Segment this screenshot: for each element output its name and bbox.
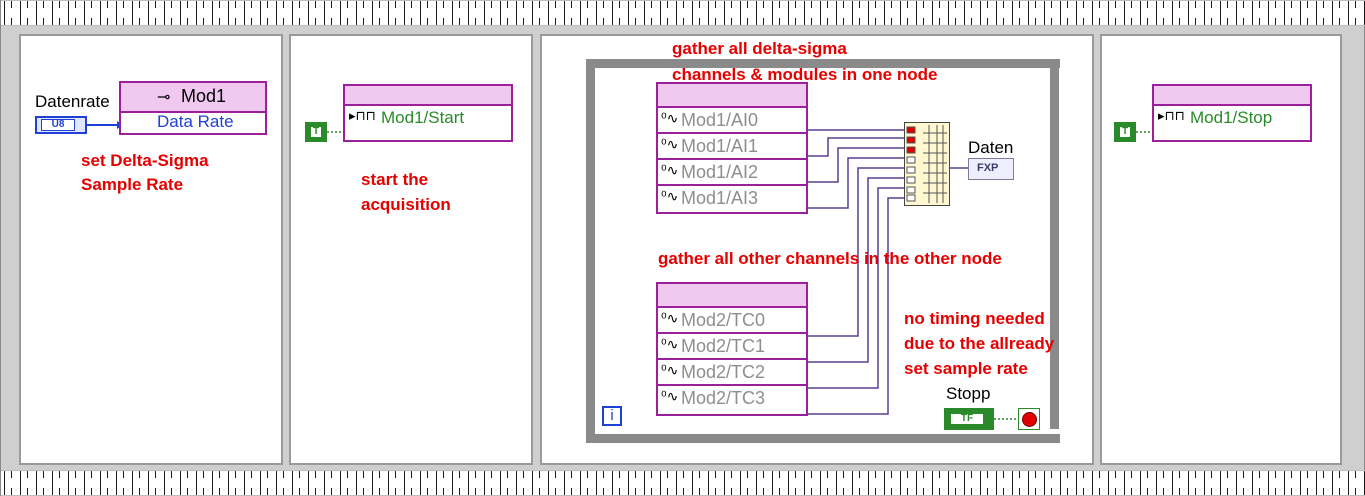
stop-control[interactable]: TF — [944, 408, 994, 430]
waveform-icon: ⁰∿ — [661, 136, 679, 152]
sequence-top-strip — [1, 0, 1365, 26]
waveform-icon: ⁰∿ — [661, 162, 679, 178]
stop-control-inner: TF — [950, 413, 984, 425]
node1-rows: ⁰∿ Mod1/AI0 ⁰∿ Mod1/AI1 ⁰∿ Mod1/AI2 ⁰∿ M… — [658, 108, 806, 212]
frame3-note-right-line3: set sample rate — [904, 359, 1028, 378]
node2-row-1: ⁰∿ Mod2/TC1 — [658, 334, 806, 360]
iteration-terminal-icon: i — [602, 406, 622, 426]
frame3-note-top-line2: channels & modules in one node — [672, 65, 938, 84]
waveform-icon: ⁰∿ — [661, 362, 679, 378]
node1-channel-2: Mod1/AI2 — [681, 162, 759, 182]
stop-wire — [994, 418, 1018, 420]
channel-wires — [808, 129, 906, 415]
node1-channel-0: Mod1/AI0 — [681, 110, 759, 130]
stop-method-node[interactable]: ▸⊓⊓ Mod1/Stop — [1152, 84, 1312, 142]
stop-control-type: TF — [960, 413, 974, 424]
frame1-note-line2: Sample Rate — [81, 175, 184, 194]
waveform-icon: ⁰∿ — [661, 110, 679, 126]
stop-method-label: Mod1/Stop — [1190, 108, 1273, 127]
node1-row-2: ⁰∿ Mod1/AI2 — [658, 160, 806, 186]
property-node[interactable]: ⊸ Mod1 Data Rate — [119, 81, 267, 135]
node1-row-3: ⁰∿ Mod1/AI3 — [658, 186, 806, 212]
start-method-label: Mod1/Start — [381, 108, 465, 127]
node1-row-0: ⁰∿ Mod1/AI0 — [658, 108, 806, 134]
node1-channel-1: Mod1/AI1 — [681, 136, 759, 156]
daten-wire — [949, 167, 969, 169]
true-constant-frame4-label: T — [1121, 126, 1129, 137]
node2-row-3: ⁰∿ Mod2/TC3 — [658, 386, 806, 412]
node2-row-0: ⁰∿ Mod2/TC0 — [658, 308, 806, 334]
property-node-property: Data Rate — [157, 112, 234, 131]
daten-indicator-type: FXP — [977, 162, 999, 174]
daqmx-node-2[interactable]: ⁰∿ Mod2/TC0 ⁰∿ Mod2/TC1 ⁰∿ Mod2/TC2 ⁰∿ M… — [656, 282, 808, 416]
io-method-icon: ▸⊓⊓ — [1158, 108, 1185, 123]
daten-label: Daten — [968, 138, 1014, 157]
start-method-header — [345, 86, 511, 106]
node2-channel-1: Mod2/TC1 — [681, 336, 766, 356]
daten-indicator[interactable]: FXP — [968, 158, 1014, 180]
node2-rows: ⁰∿ Mod2/TC0 ⁰∿ Mod2/TC1 ⁰∿ Mod2/TC2 ⁰∿ M… — [658, 308, 806, 414]
node2-row-2: ⁰∿ Mod2/TC2 — [658, 360, 806, 386]
sequence-bottom-strip — [1, 470, 1365, 496]
true-constant[interactable]: T — [305, 122, 327, 142]
property-node-module: Mod1 — [181, 86, 227, 106]
node1-row-1: ⁰∿ Mod1/AI1 — [658, 134, 806, 160]
frame3-note-middle: gather all other channels in the other n… — [658, 249, 1002, 268]
true-constant-frame4[interactable]: T — [1114, 122, 1136, 142]
u8-type-label: U8 — [51, 119, 65, 130]
property-node-header: ⊸ Mod1 — [121, 83, 265, 113]
frame3-note-right-line1: no timing needed — [904, 309, 1045, 328]
start-method-node[interactable]: ▸⊓⊓ Mod1/Start — [343, 84, 513, 142]
io-method-icon: ▸⊓⊓ — [349, 108, 376, 123]
frame2-note-line2: acquisition — [361, 195, 451, 214]
waveform-icon: ⁰∿ — [661, 310, 679, 326]
sequence-frame-3: gather all delta-sigma channels & module… — [540, 34, 1094, 465]
error-wire-frame4 — [1136, 131, 1154, 133]
build-array-icon — [904, 122, 950, 206]
waveform-icon: ⁰∿ — [661, 336, 679, 352]
datenrate-label: Datenrate — [35, 92, 110, 111]
u8-control-inner: U8 — [41, 119, 75, 131]
node2-channel-3: Mod2/TC3 — [681, 388, 766, 408]
u8-control[interactable]: U8 — [35, 116, 87, 134]
daqmx-node-1-header — [658, 84, 806, 108]
while-loop-right-edge — [1050, 59, 1059, 429]
stop-condition-icon — [1018, 408, 1040, 430]
sequence-frame-1: Datenrate U8 ⊸ Mod1 Data Rate set Delta-… — [19, 34, 283, 465]
waveform-icon: ⁰∿ — [661, 388, 679, 404]
iteration-terminal-label: i — [610, 407, 614, 424]
stopp-label: Stopp — [946, 384, 991, 403]
sequence-frame-4: T ▸⊓⊓ Mod1/Stop — [1100, 34, 1342, 465]
true-constant-frame4-inner: T — [1119, 126, 1131, 138]
waveform-icon: ⁰∿ — [661, 188, 679, 204]
daqmx-node-2-header — [658, 284, 806, 308]
daqmx-node-1[interactable]: ⁰∿ Mod1/AI0 ⁰∿ Mod1/AI1 ⁰∿ Mod1/AI2 ⁰∿ M… — [656, 82, 808, 214]
node1-channel-3: Mod1/AI3 — [681, 188, 759, 208]
true-constant-label: T — [312, 126, 320, 137]
frame2-note-line1: start the — [361, 170, 429, 189]
true-constant-inner: T — [310, 126, 322, 138]
stop-condition-dot — [1022, 412, 1037, 427]
frame3-note-right-line2: due to the allready — [904, 334, 1055, 353]
frame1-note-line1: set Delta-Sigma — [81, 151, 209, 170]
sequence-frame-2: T ▸⊓⊓ Mod1/Start start the acquisition — [289, 34, 533, 465]
frame3-note-top-line1: gather all delta-sigma — [672, 39, 847, 58]
node2-channel-2: Mod2/TC2 — [681, 362, 766, 382]
property-node-icon: ⊸ — [157, 89, 171, 106]
while-loop — [586, 59, 1060, 443]
node2-channel-0: Mod2/TC0 — [681, 310, 766, 330]
error-wire-frame2 — [327, 131, 345, 133]
stop-method-header — [1154, 86, 1310, 106]
